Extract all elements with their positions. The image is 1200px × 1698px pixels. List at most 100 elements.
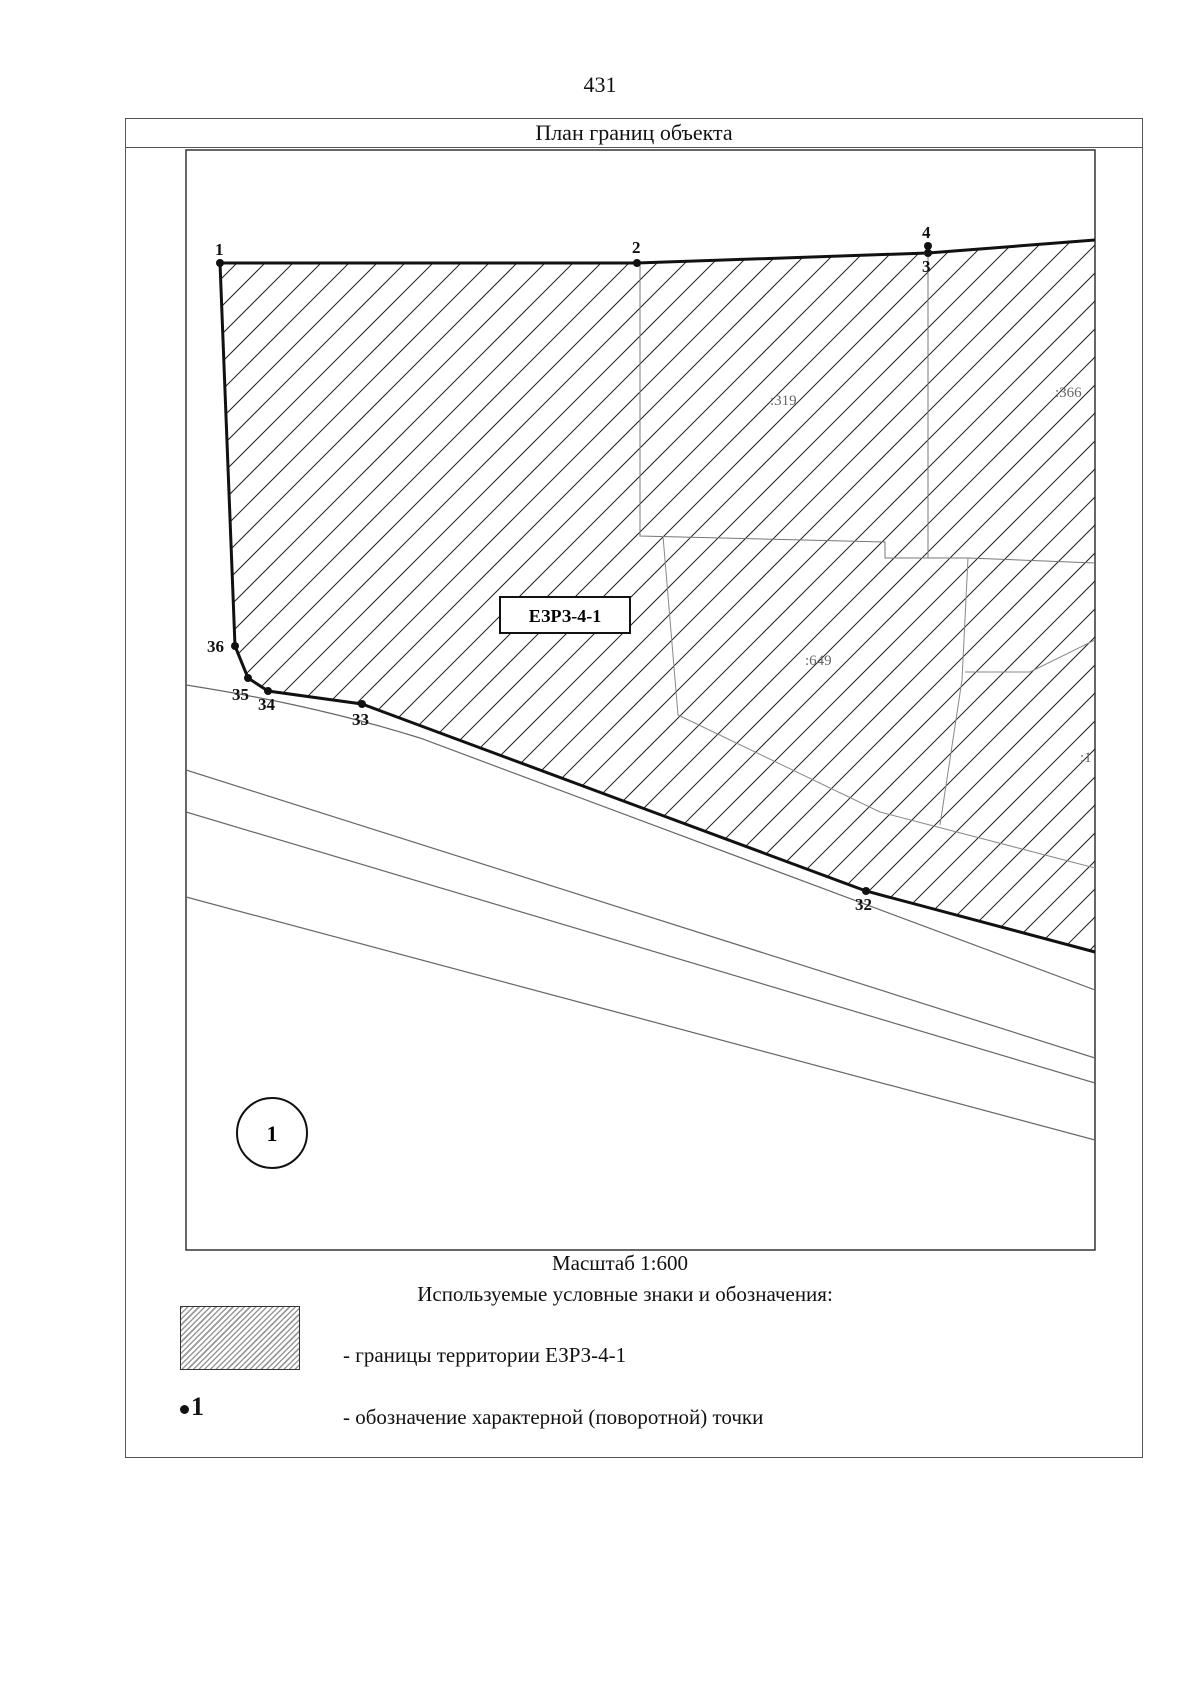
parcel-label-319: :319 [770,393,797,409]
section-marker-label: 1 [267,1121,278,1146]
hatch-line [871,240,1095,952]
hatch-line [983,240,1095,952]
point-4-marker [924,242,932,250]
scale-text: Масштаб 1:600 [551,1251,688,1275]
hatch-line [220,240,413,952]
point-1-marker [216,259,224,267]
parcel-line-east [965,639,1095,673]
point-36-marker [231,642,239,650]
hatch-line [220,240,805,952]
point-35-label: 35 [232,685,249,704]
hatch-line [1011,240,1095,952]
hatch-line [1096,200,1200,1000]
hatch-line [220,240,357,952]
hatch-line [1180,200,1200,1000]
hatch-line [0,200,216,1000]
legend-point-number: 1 [191,1392,204,1421]
legend-hatch-text: - границы территории ЕЗРЗ-4-1 [343,1343,627,1367]
boundary-points [216,242,932,895]
hatch-line [220,240,861,952]
point-33-marker [358,700,366,708]
hatch-line [220,240,329,952]
hatch-line [647,240,1095,952]
hatch-line [535,240,1095,952]
road-line-1 [186,684,1095,991]
hatch-line [563,240,1095,952]
hatch-line [220,240,721,952]
hatch-line [759,240,1095,952]
road-line-3 [186,811,1095,1084]
hatch-line [220,240,525,952]
parcel-label-649: :649 [805,653,832,669]
hatch-line [927,240,1095,952]
hatch-line [0,200,160,1000]
hatch-line [843,240,1095,952]
hatch-line [0,200,104,1000]
parcel-label-1: :1 [1080,750,1092,766]
hatch-line [703,240,1095,952]
document-frame [125,118,1143,1458]
hatch-line [899,240,1095,952]
hatch-line [619,240,1095,952]
point-2-label: 2 [632,238,641,257]
legend-hatch-swatch [180,1306,300,1370]
point-34-label: 34 [258,695,276,714]
road-line-4 [186,896,1095,1141]
zone-label-box [499,596,631,634]
parcel-line-649 [662,535,1095,869]
hatch-line [220,240,665,952]
legend-point-dot [180,1404,189,1414]
legend-heading: Используемые условные знаки и обозначени… [417,1282,833,1306]
point-35-marker [244,674,252,682]
hatch-line [1039,240,1095,952]
legend-point-text: - обозначение характерной (поворотной) т… [343,1405,764,1429]
parcel-label-366: :366 [1055,385,1082,401]
hatch-line [0,200,188,1000]
section-marker-circle [236,1097,308,1169]
road-line-2 [186,769,1095,1059]
zone-label: ЕЗРЗ-4-1 [529,606,601,626]
frame-title: План границ объекта [125,118,1143,148]
point-3-label: 3 [922,257,931,276]
hatch-line [220,240,777,952]
point-3-marker [924,249,932,257]
point-1-label: 1 [215,240,224,259]
hatch-line [675,240,1095,952]
hatch-line [1067,240,1095,952]
hatch-line [220,240,385,952]
point-32-label: 32 [855,895,872,914]
point-36-label: 36 [207,637,224,656]
hatch-line [220,240,693,952]
parcel-line-319 [639,263,1095,564]
point-33-label: 33 [352,710,369,729]
hatch-line [220,240,637,952]
hatch-line [220,240,609,952]
hatch-line [0,200,76,1000]
parcel-line-649-east [939,557,969,826]
point-34-marker [264,687,272,695]
page-number: 431 [583,72,617,97]
hatch-line [591,240,1095,952]
hatch-line [1124,200,1200,1000]
hatch-line [1152,200,1200,1000]
hatch-line [220,240,581,952]
hatch-line [220,240,469,952]
hatch-line [220,240,749,952]
hatch-line [220,240,497,952]
hatch-line [787,240,1095,952]
point-4-label: 4 [922,223,931,242]
hatch-line [0,200,132,1000]
hatch-line [0,200,20,1000]
map-frame [185,149,1096,1251]
hatch-line [0,200,48,1000]
hatch-line [815,240,1095,952]
point-32-marker [862,887,870,895]
hatch-line [220,240,553,952]
hatch-line [220,240,245,952]
legend-point-sample: 1 [180,1392,204,1422]
hatch-line [220,240,441,952]
hatch-line [731,240,1095,952]
hatch-line [220,240,301,952]
point-2-marker [633,259,641,267]
